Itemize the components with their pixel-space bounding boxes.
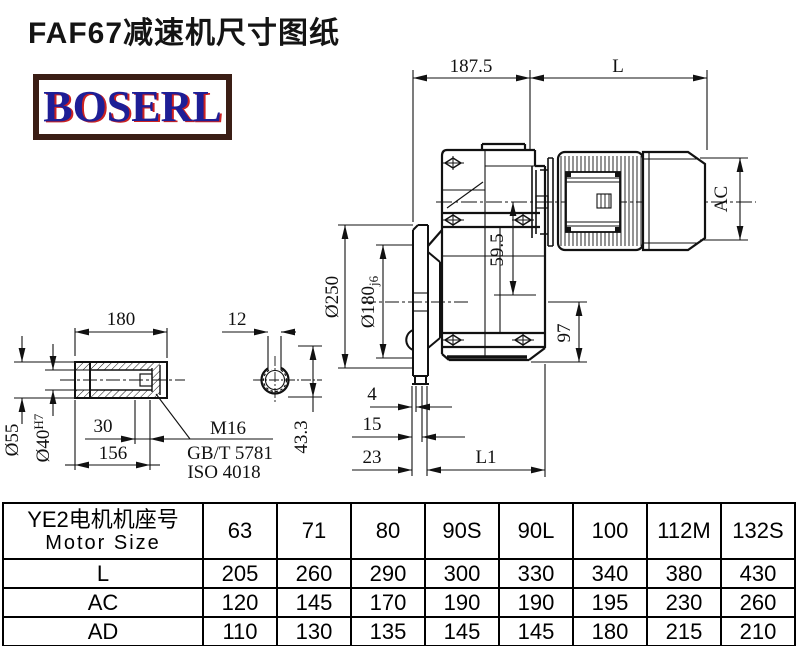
gearbox-housing	[427, 142, 547, 362]
page-title: FAF67减速机尺寸图纸	[28, 17, 341, 50]
dim-L-label: L	[612, 56, 624, 77]
gearbox-ribs	[442, 150, 545, 357]
gearmotor-side-view	[362, 142, 756, 385]
hollow-shaft-detail	[60, 361, 191, 440]
dim-12-label: 12	[228, 309, 247, 330]
dimension-drawing: 187.5 L AC Ø250 Ø180j6 59.5 97 4 15 23 L…	[2, 56, 756, 483]
row-label: AD	[2, 616, 204, 646]
table-cell: 190	[424, 587, 500, 618]
dim-30-label: 30	[94, 416, 113, 437]
table-cell: 170	[350, 587, 426, 618]
dim-AC-label: AC	[711, 186, 732, 212]
table-cell: 130	[276, 616, 352, 646]
table-cell: 230	[646, 587, 722, 618]
fan-cowl	[641, 150, 707, 252]
table-row: AC 120 145 170 190 190 195 230 260	[2, 587, 796, 618]
bolt-mark	[441, 332, 465, 348]
dim-15-label: 15	[363, 414, 382, 435]
col-header: 112M	[646, 502, 722, 560]
col-header: 71	[276, 502, 352, 560]
bolt-mark	[441, 212, 465, 228]
table-cell: 195	[572, 587, 648, 618]
dim-156-label: 156	[99, 443, 128, 464]
table-cell: 215	[646, 616, 722, 646]
eye-bolt-mark	[441, 155, 465, 171]
motor-adapter	[531, 157, 554, 247]
col-header: 63	[202, 502, 278, 560]
dimension-lines	[338, 70, 748, 477]
col-header: 100	[572, 502, 648, 560]
dim-55-label: Ø55	[2, 424, 23, 457]
table-cell: 430	[720, 558, 796, 589]
table-cell: 145	[276, 587, 352, 618]
table-cell: 260	[720, 587, 796, 618]
flange-bore-lines	[413, 292, 428, 312]
col-header: 132S	[720, 502, 796, 560]
brand-logo-text: BOSERL	[43, 82, 222, 131]
table-cell: 210	[720, 616, 796, 646]
dim-180j6-label: Ø180j6	[358, 275, 381, 328]
dim-43-3-label: 43.3	[291, 420, 312, 453]
table-cell: 120	[202, 587, 278, 618]
shaft-dimension-lines	[14, 328, 322, 470]
dim-L1-label: L1	[475, 447, 496, 468]
table-cell: 205	[202, 558, 278, 589]
row-label: L	[2, 558, 204, 589]
table-cell: 330	[498, 558, 574, 589]
table-cell: 145	[498, 616, 574, 646]
m16-leader-line	[155, 393, 191, 440]
dim-40h7-label: Ø40H7	[31, 413, 54, 462]
bolt-mark	[511, 332, 535, 348]
table-row: AD 110 130 135 145 145 180 215 210	[2, 616, 796, 646]
col-header: 90L	[498, 502, 574, 560]
row-label: AC	[2, 587, 204, 618]
brand-logo: BOSERL	[33, 74, 232, 140]
table-row: L 205 260 290 300 330 340 380 430	[2, 558, 796, 589]
table-cell: 290	[350, 558, 426, 589]
header-cn: YE2电机机座号	[27, 506, 179, 532]
header-en: Motor Size	[45, 532, 161, 555]
standard-iso-label: ISO 4018	[187, 462, 260, 483]
standard-gb-label: GB/T 5781	[187, 443, 273, 464]
dim-4-label: 4	[367, 384, 377, 405]
table-cell: 110	[202, 616, 278, 646]
col-header: 90S	[424, 502, 500, 560]
table-corner-header: YE2电机机座号 Motor Size	[2, 502, 204, 560]
table-cell: 380	[646, 558, 722, 589]
dim-59-5-label: 59.5	[487, 233, 508, 266]
dim-250-label: Ø250	[322, 276, 343, 318]
bolt-mark	[511, 212, 535, 228]
table-cell: 135	[350, 616, 426, 646]
table-cell: 260	[276, 558, 352, 589]
thread-spec-label: M16	[210, 418, 246, 439]
table-cell: 180	[572, 616, 648, 646]
motor-size-table: YE2电机机座号 Motor Size 63 71 80 90S 90L 100…	[2, 502, 796, 646]
table-cell: 340	[572, 558, 648, 589]
dim-97-label: 97	[554, 324, 575, 343]
table-cell: 300	[424, 558, 500, 589]
dim-180-label: 180	[107, 309, 136, 330]
dim-187-5-label: 187.5	[450, 56, 493, 77]
table-cell: 145	[424, 616, 500, 646]
output-flange	[405, 224, 441, 385]
dim-23-label: 23	[363, 447, 382, 468]
table-cell: 190	[498, 587, 574, 618]
col-header: 80	[350, 502, 426, 560]
motor-stator	[565, 171, 621, 233]
